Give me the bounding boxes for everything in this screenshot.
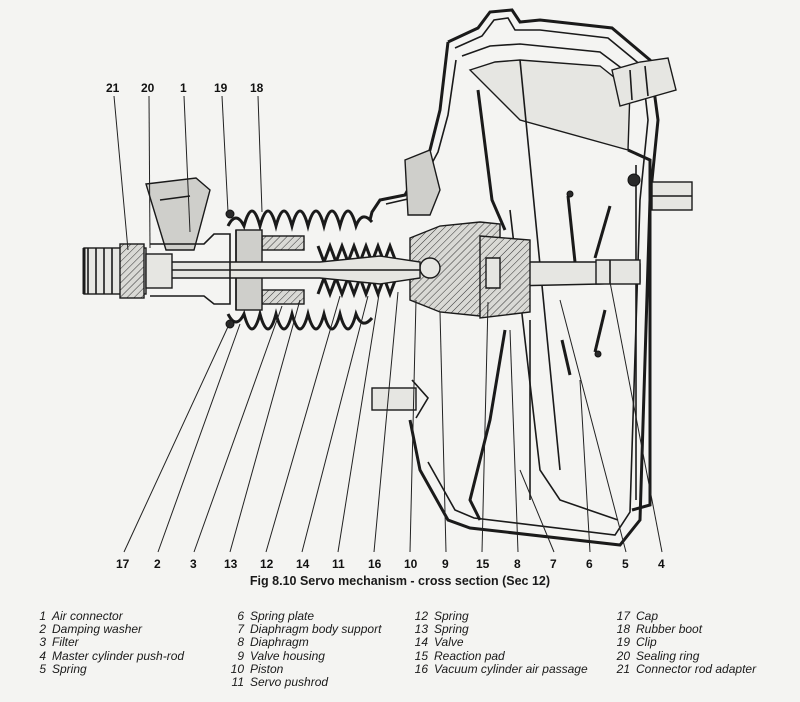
callout-4: 4: [658, 557, 665, 571]
callout-18: 18: [250, 81, 264, 95]
bottom-leaders: [123, 281, 663, 553]
mounting-stud-rear: [627, 173, 693, 211]
callout-1: 1: [180, 81, 187, 95]
bottom-callouts: 17 2 3 13 12 14 11 16 10 9 15 8 7 6 5 4: [116, 557, 665, 571]
master-cylinder-pushrod: [509, 259, 641, 287]
callout-14: 14: [296, 557, 310, 571]
diaphragm: [468, 59, 619, 521]
callout-17: 17: [116, 557, 130, 571]
callout-8: 8: [514, 557, 521, 571]
rubber-boot: [225, 209, 374, 331]
callout-20: 20: [141, 81, 155, 95]
callout-3: 3: [190, 557, 197, 571]
callout-15: 15: [476, 557, 490, 571]
servo-pushrod: [169, 255, 421, 285]
mounting-stud-front: [371, 379, 429, 419]
callout-10: 10: [404, 557, 418, 571]
return-spring: [560, 190, 612, 376]
connector-rod-adapter: [82, 243, 173, 299]
callout-2: 2: [154, 557, 161, 571]
callout-13: 13: [224, 557, 238, 571]
vacuum-connector: [611, 57, 677, 107]
callout-9: 9: [442, 557, 449, 571]
callout-11: 11: [332, 557, 345, 571]
callout-19: 19: [214, 81, 228, 95]
callout-6: 6: [586, 557, 593, 571]
top-callouts: 21 20 1 19 18: [106, 81, 264, 251]
callout-5: 5: [622, 557, 629, 571]
servo-cross-section-drawing: 21 20 1 19 18 17 2 3 13 12 14 1: [82, 8, 693, 571]
callout-12: 12: [260, 557, 274, 571]
callout-16: 16: [368, 557, 382, 571]
callout-7: 7: [550, 557, 557, 571]
callout-21: 21: [106, 81, 120, 95]
figure-caption: Fig 8.10 Servo mechanism - cross section…: [249, 574, 551, 588]
valve-housing: [409, 221, 531, 319]
vacuum-cylinder-housing: [368, 8, 660, 547]
